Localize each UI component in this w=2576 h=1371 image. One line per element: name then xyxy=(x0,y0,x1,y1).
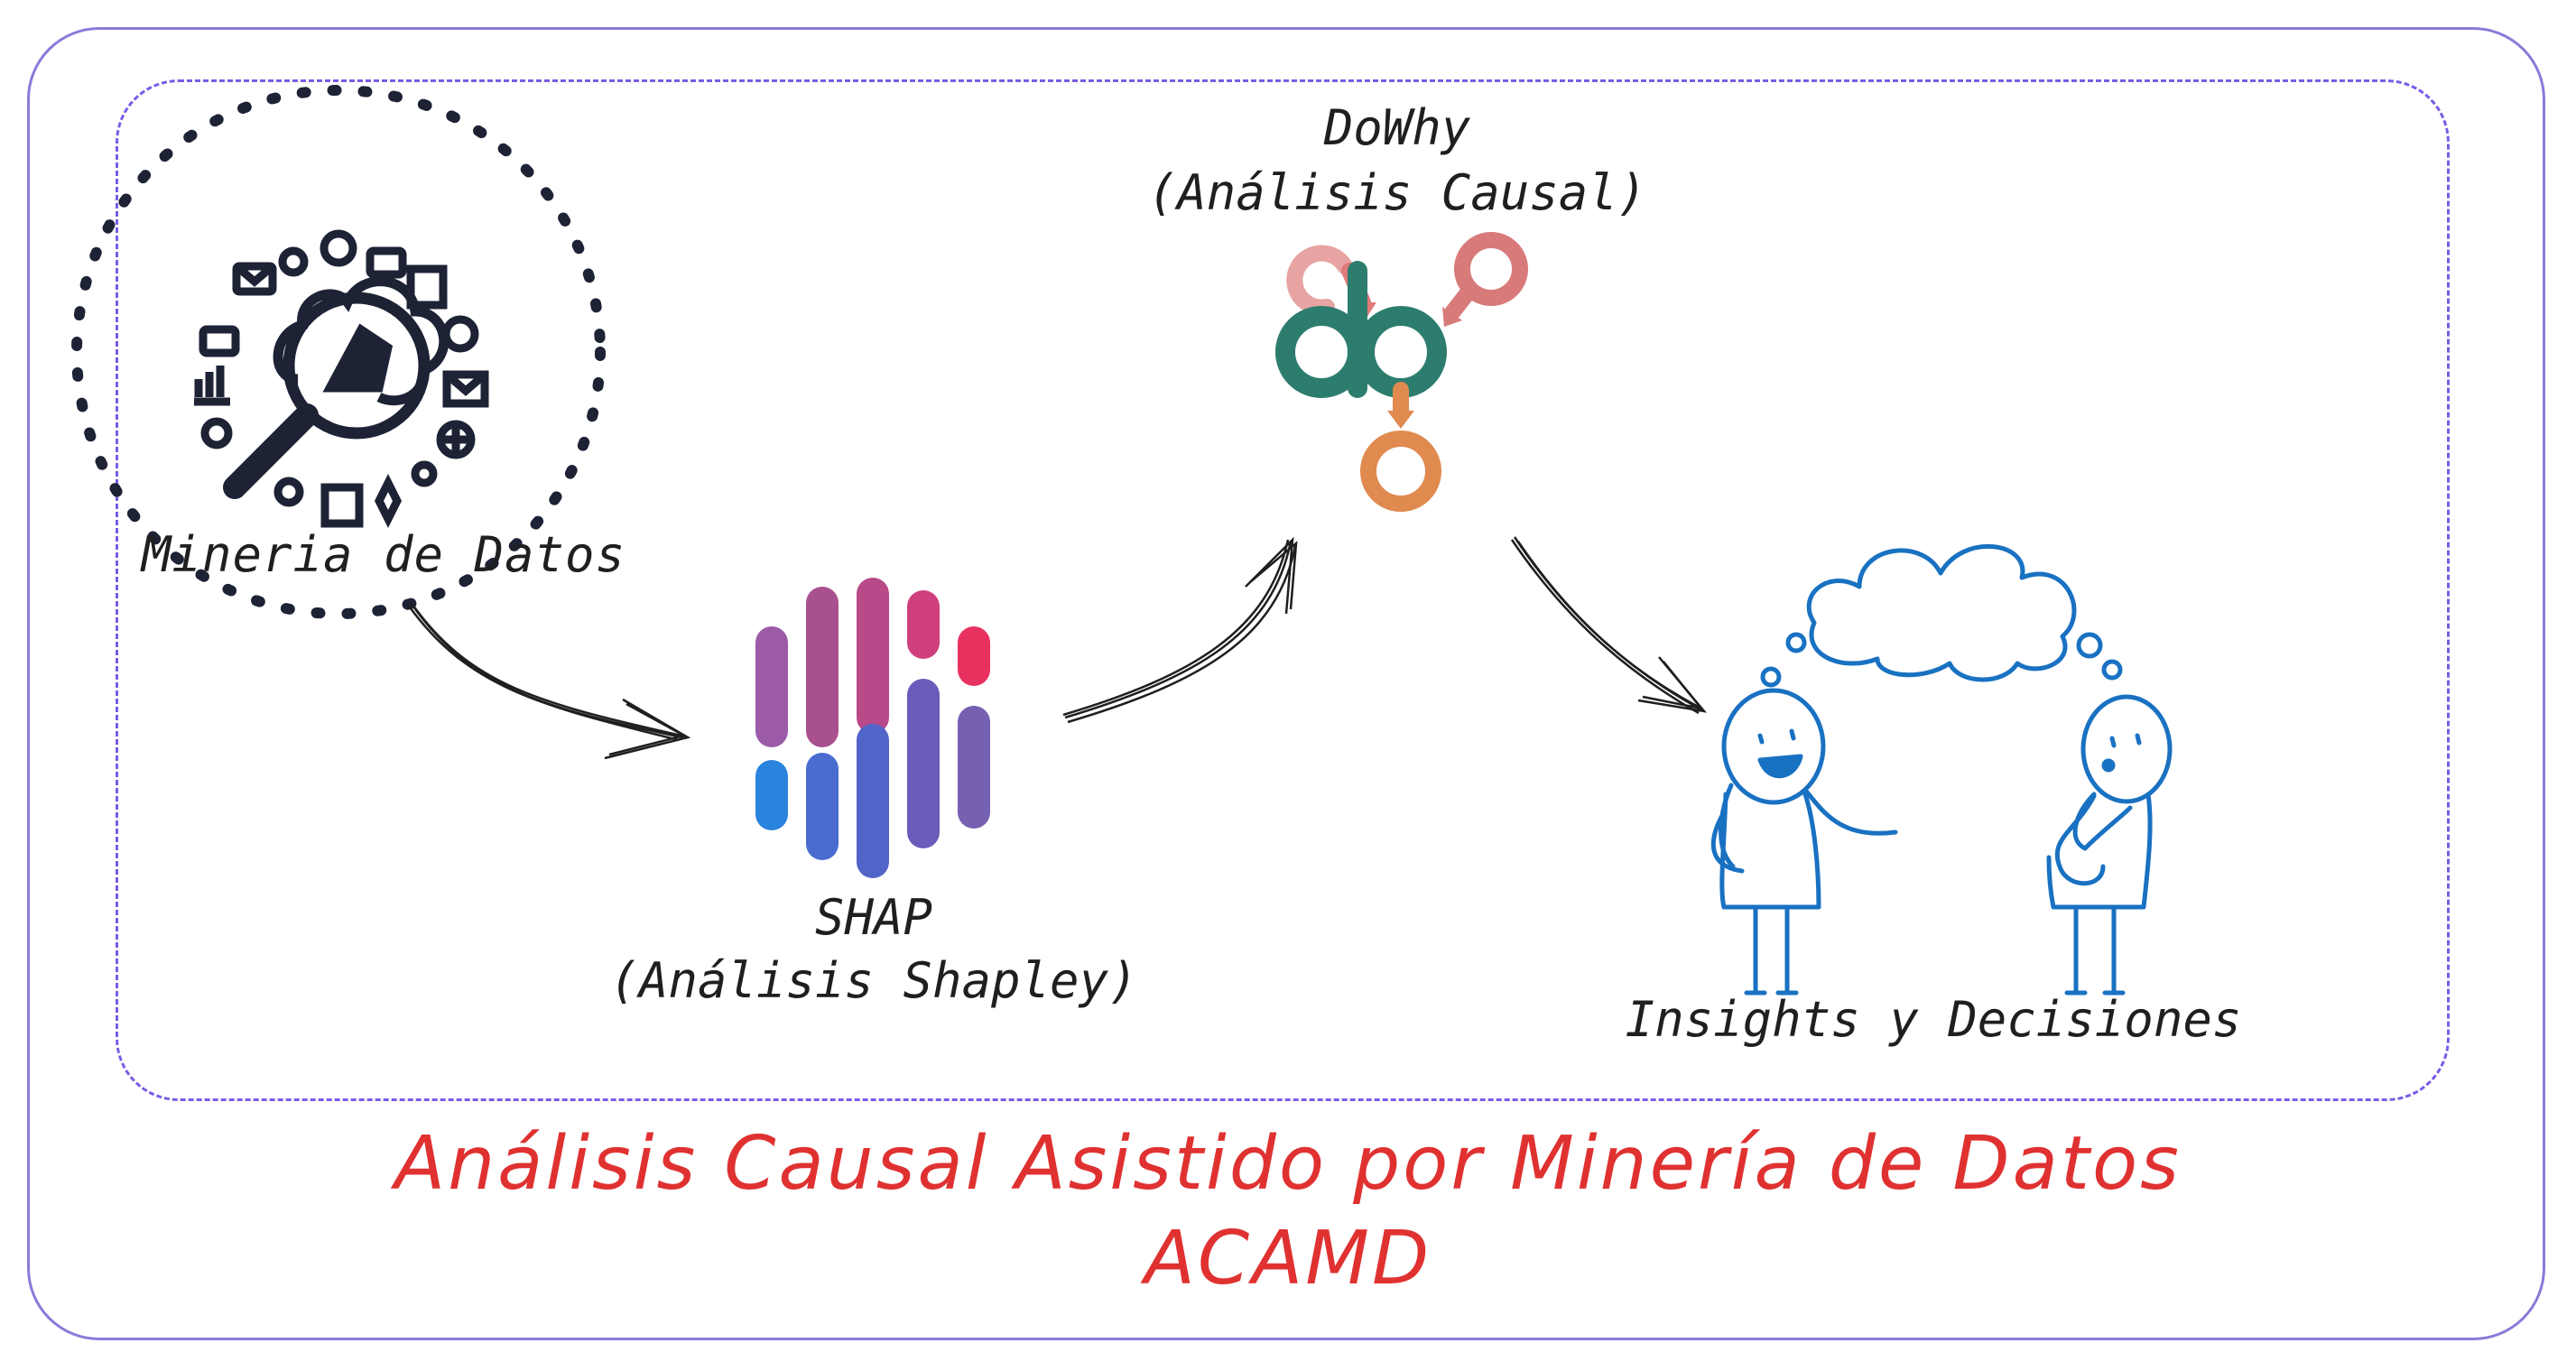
footer-title: Análisis Causal Asistido por Minería de … xyxy=(394,1121,2182,1207)
shap-logo-icon xyxy=(755,578,990,878)
arrow-shap-to-dowhy xyxy=(1062,536,1298,724)
dowhy-label-line2: (Análisis Causal) xyxy=(1148,164,1647,221)
footer-acronym: ACAMD xyxy=(1144,1216,1432,1302)
arrow-mineria-to-shap xyxy=(406,601,691,760)
pipeline-group-frame xyxy=(116,79,2450,1101)
outer-frame xyxy=(27,27,2545,1340)
dowhy-logo-icon xyxy=(1275,232,1528,512)
insights-label: Insights y Decisiones xyxy=(1626,991,2242,1048)
dowhy-label-line1: DoWhy xyxy=(1323,99,1471,156)
arrow-dowhy-to-insights xyxy=(1510,536,1708,715)
people-thinking-icon xyxy=(1710,543,2173,996)
data-mining-icon xyxy=(71,85,606,619)
shap-label-line1: SHAP xyxy=(815,889,932,946)
shap-label-line2: (Análisis Shapley) xyxy=(609,952,1137,1009)
mineria-label: Mineria de Datos xyxy=(140,526,625,583)
